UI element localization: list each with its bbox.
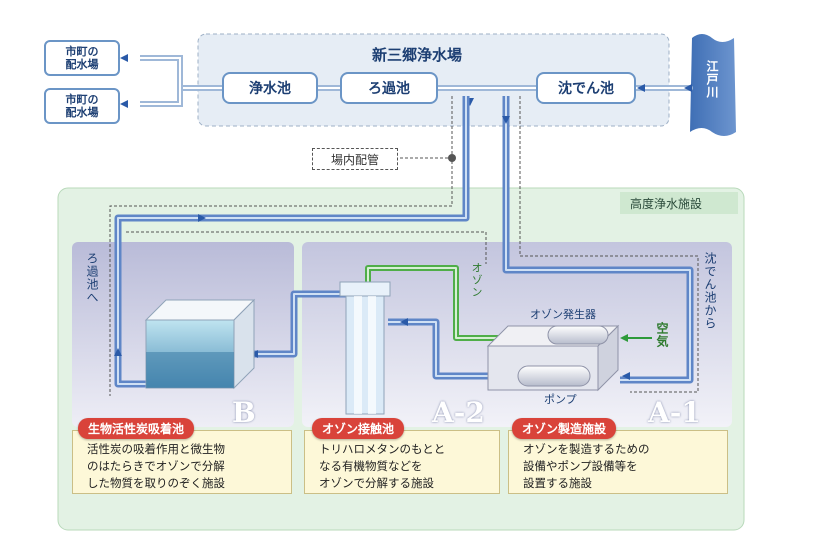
pump-label: ポンプ (544, 393, 577, 406)
section-b-desc-line1: 活性炭の吸着作用と微生物 (87, 442, 225, 456)
to-filtration-label: ろ過池へ (85, 252, 99, 304)
filtration-tank: ろ過池 (340, 72, 438, 104)
section-a2-code: A-2 (432, 396, 485, 429)
city-distribution-1-line1: 市町の (65, 45, 99, 58)
section-a1-desc-line2: 設備やポンプ設備等を (523, 459, 638, 473)
section-a2-description: トリハロメタンのもとと なる有機物質などを オゾンで分解する施設 (304, 430, 500, 494)
ozone-pipe-label: オゾン (470, 262, 483, 298)
section-a1-code: A-1 (648, 396, 701, 429)
carbon-tank-shape (144, 298, 256, 390)
section-a2-badge: オゾン接触池 (312, 418, 405, 439)
city-distribution-2: 市町の 配水場 (44, 88, 120, 124)
clear-water-tank: 浄水池 (222, 72, 318, 104)
section-a1-description: オゾンを製造するための 設備やポンプ設備等を 設置する施設 (508, 430, 728, 494)
section-b-desc-line2: のはたらきでオゾンで分解 (87, 459, 225, 473)
city-distribution-1: 市町の 配水場 (44, 40, 120, 76)
section-a2-desc-line2: なる有機物質などを (319, 459, 423, 473)
section-a1-desc-line1: オゾンを製造するための (523, 442, 650, 456)
ozone-equipment-shape (486, 324, 620, 392)
air-label: 空気 (655, 322, 669, 348)
city-distribution-2-line1: 市町の (65, 93, 99, 106)
section-b-description: 活性炭の吸着作用と微生物 のはたらきでオゾンで分解 した物質を取りのぞく施設 (72, 430, 292, 494)
section-a2-desc-line1: トリハロメタンのもとと (319, 442, 446, 456)
advanced-facility-title: 高度浄水施設 (630, 197, 703, 211)
plant-title: 新三郷浄水場 (372, 46, 463, 64)
from-sedimentation-label: 沈でん池から (703, 252, 717, 330)
section-a2-desc-line3: オゾンで分解する施設 (319, 476, 434, 490)
section-b-code: B (232, 396, 256, 429)
section-a1-desc-line3: 設置する施設 (523, 476, 592, 490)
sedimentation-tank: 沈でん池 (536, 72, 636, 104)
city-distribution-1-line2: 配水場 (65, 58, 99, 71)
section-a1-badge: オゾン製造施設 (512, 418, 617, 439)
internal-piping-label: 場内配管 (312, 148, 398, 170)
ozone-column-shape (339, 281, 391, 415)
ozone-generator-label: オゾン発生器 (530, 308, 596, 321)
river-shape (690, 34, 736, 136)
river-label: 江戸川 (705, 60, 719, 99)
city-distribution-2-line2: 配水場 (65, 106, 99, 119)
section-b-badge: 生物活性炭吸着池 (78, 418, 195, 439)
section-b-desc-line3: した物質を取りのぞく施設 (87, 476, 225, 490)
